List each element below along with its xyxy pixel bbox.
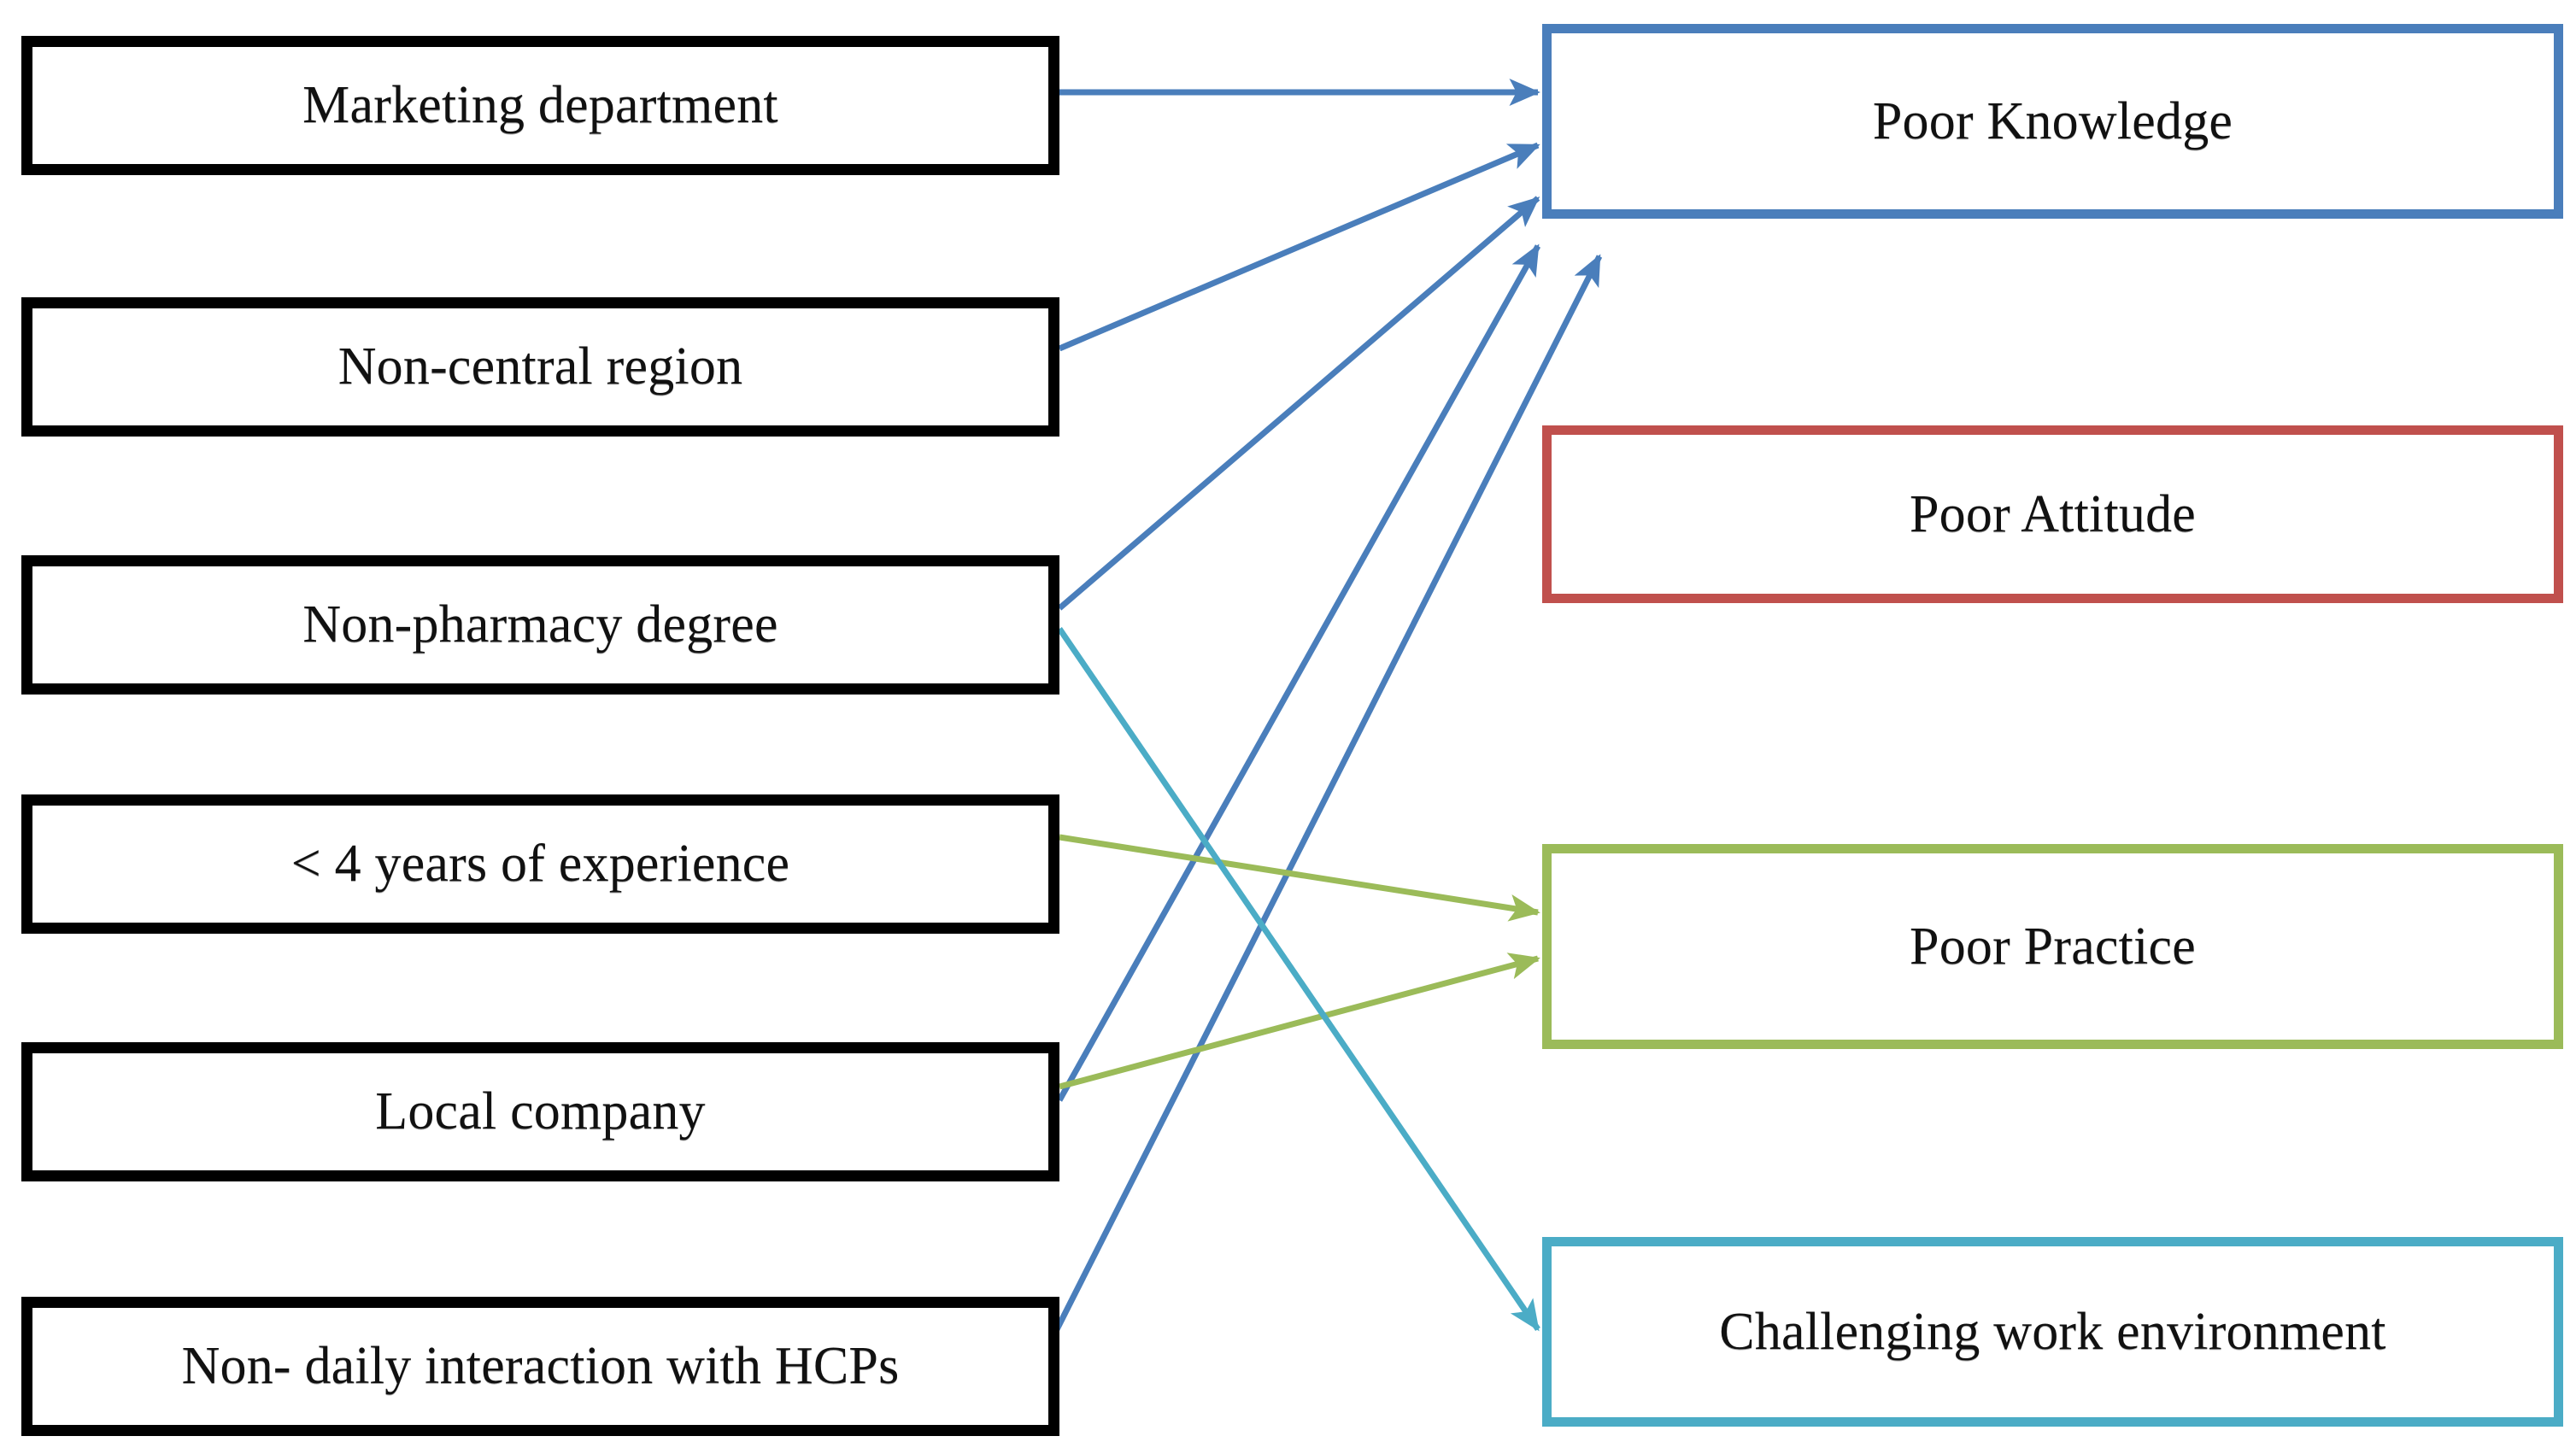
node-label: Non-central region: [337, 337, 743, 396]
node-label: Non- daily interaction with HCPs: [181, 1337, 900, 1396]
node-non-pharmacy-degree[interactable]: Non-pharmacy degree: [21, 555, 1059, 695]
edge-experience-to-practice: [1059, 834, 1540, 922]
node-label: Poor Practice: [1910, 917, 2196, 976]
edge-company-to-practice: [1059, 953, 1540, 1090]
node-label: Challenging work environment: [1719, 1302, 2386, 1361]
edge-region-to-knowledge: [1058, 142, 1540, 352]
node-less-than-4-years-experience[interactable]: < 4 years of experience: [21, 794, 1059, 934]
node-label: < 4 years of experience: [290, 835, 790, 894]
node-label: Non-pharmacy degree: [302, 595, 778, 654]
node-label: Local company: [375, 1082, 706, 1141]
node-non-daily-interaction-with-hcps[interactable]: Non- daily interaction with HCPs: [21, 1297, 1059, 1436]
node-marketing-department[interactable]: Marketing department: [21, 36, 1059, 175]
node-poor-knowledge[interactable]: Poor Knowledge: [1542, 24, 2563, 219]
node-poor-practice[interactable]: Poor Practice: [1542, 844, 2563, 1049]
node-challenging-work-environment[interactable]: Challenging work environment: [1542, 1237, 2563, 1427]
node-poor-attitude[interactable]: Poor Attitude: [1542, 425, 2563, 603]
node-label: Poor Knowledge: [1872, 91, 2233, 150]
edge-degree-to-knowledge: [1057, 196, 1540, 611]
edge-interaction-to-knowledge: [1046, 254, 1603, 1346]
edge-company-to-knowledge: [1056, 243, 1541, 1102]
node-label: Marketing department: [302, 76, 778, 135]
node-non-central-region[interactable]: Non-central region: [21, 297, 1059, 437]
edge-degree-to-environment: [1057, 627, 1540, 1332]
node-label: Poor Attitude: [1909, 484, 2196, 543]
node-local-company[interactable]: Local company: [21, 1042, 1059, 1181]
